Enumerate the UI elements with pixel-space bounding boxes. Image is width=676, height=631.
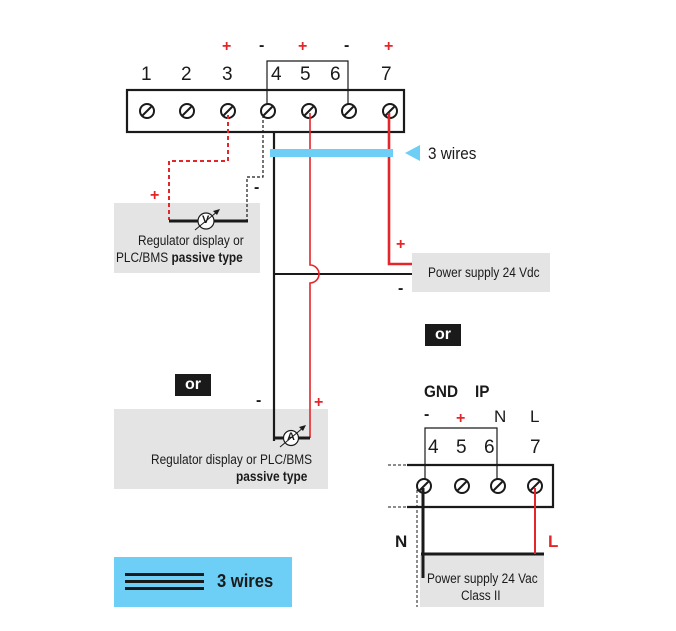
ammeter-device-box xyxy=(114,409,328,489)
voltmeter-device-line2-bold: passive type xyxy=(171,250,243,265)
line-wire-label: L xyxy=(548,532,559,551)
ammeter-plus-sign: + xyxy=(314,394,324,411)
three-wire-cable-bar xyxy=(270,149,393,157)
wire-t3-plus-dashed xyxy=(168,115,229,220)
terminal-5-polarity: + xyxy=(298,38,308,55)
terminal-4-label: 4 xyxy=(271,64,282,85)
bottom-screw-terminal-7 xyxy=(527,478,543,494)
wire-t4-minus-dashed xyxy=(246,115,264,220)
bottom-terminal-5-label: 5 xyxy=(456,437,467,458)
bottom-terminal-7-label: 7 xyxy=(530,437,541,458)
ammeter-device-line2: passive type xyxy=(236,469,308,484)
bottom-polarity-n: N xyxy=(494,407,507,426)
bridge-4-6 xyxy=(266,60,349,111)
screw-terminal-2 xyxy=(179,103,195,119)
terminal-7-label: 7 xyxy=(381,64,392,85)
or-label-left: or xyxy=(175,374,211,396)
three-wires-marker-label: 3 wires xyxy=(428,144,477,163)
neutral-wire-label: N xyxy=(395,532,408,551)
bottom-polarity-minus: - xyxy=(424,406,430,423)
terminal-4-polarity: - xyxy=(259,37,265,54)
voltmeter-arrow xyxy=(194,210,219,231)
ammeter-arrow xyxy=(279,426,305,448)
bottom-terminal-block xyxy=(407,463,555,509)
bottom-bridge-4-6 xyxy=(424,427,498,486)
voltmeter-device-line1: Regulator display or xyxy=(138,233,244,248)
legend-label: 3 wires xyxy=(217,571,274,591)
ammeter-arrow-head xyxy=(299,425,306,431)
voltmeter-device-box xyxy=(114,203,260,273)
voltmeter-minus-sign: - xyxy=(254,179,260,196)
bottom-screw-terminal-5 xyxy=(454,478,470,494)
ammeter-symbol-letter: A xyxy=(287,431,295,443)
wire-t5-plus xyxy=(309,113,320,438)
voltmeter-device-label: Regulator display or xyxy=(138,232,244,249)
three-wire-arrow-icon xyxy=(405,145,420,161)
or-label-right: or xyxy=(425,324,461,346)
terminal-6-polarity: - xyxy=(344,37,350,54)
terminal-1-label: 1 xyxy=(141,64,152,85)
bottom-polarity-plus: + xyxy=(456,410,466,427)
terminal-6-label: 6 xyxy=(330,64,341,85)
wire-t7-plus xyxy=(387,113,412,266)
ip-label: IP xyxy=(475,382,490,401)
screw-terminal-5 xyxy=(301,103,317,119)
voltmeter-symbol-letter: V xyxy=(202,214,210,226)
voltmeter-arrow-head xyxy=(213,209,220,215)
terminal-5-label: 5 xyxy=(300,64,311,85)
dc-supply-box xyxy=(412,253,550,292)
bottom-polarity-l: L xyxy=(530,407,540,426)
top-screws xyxy=(139,103,398,119)
ac-supply-line2: Class II xyxy=(461,588,501,603)
ac-supply-line1: Power supply 24 Vac xyxy=(427,571,538,586)
bottom-terminal-6-label: 6 xyxy=(484,437,495,458)
top-terminal-block xyxy=(125,88,406,134)
bottom-terminal-4-label: 4 xyxy=(428,437,439,458)
terminal-3-polarity: + xyxy=(222,38,232,55)
legend-cable-icon xyxy=(125,573,204,590)
terminal-2-label: 2 xyxy=(181,64,192,85)
dc-supply-plus-sign: + xyxy=(396,236,406,253)
ammeter-minus-sign: - xyxy=(256,392,262,409)
screw-terminal-1 xyxy=(139,103,155,119)
legend-three-wires: 3 wires xyxy=(114,557,292,607)
screw-terminal-6 xyxy=(341,103,357,119)
voltmeter-device-label-2: PLC/BMS passive type xyxy=(116,249,243,266)
bottom-screw-terminal-6 xyxy=(490,478,506,494)
dc-supply-minus-sign: - xyxy=(398,280,404,297)
terminal-3-label: 3 xyxy=(222,64,233,85)
bottom-screws xyxy=(416,478,543,494)
gnd-label: GND xyxy=(424,382,459,401)
ac-supply-box xyxy=(420,555,544,607)
dc-supply-label: Power supply 24 Vdc xyxy=(428,265,540,280)
voltmeter-plus-sign: + xyxy=(150,187,160,204)
screw-terminal-4 xyxy=(260,103,276,119)
voltmeter-device-line2-normal: PLC/BMS xyxy=(116,250,172,265)
ammeter-device-line1: Regulator display or PLC/BMS xyxy=(151,452,313,467)
terminal-7-polarity: + xyxy=(384,38,394,55)
